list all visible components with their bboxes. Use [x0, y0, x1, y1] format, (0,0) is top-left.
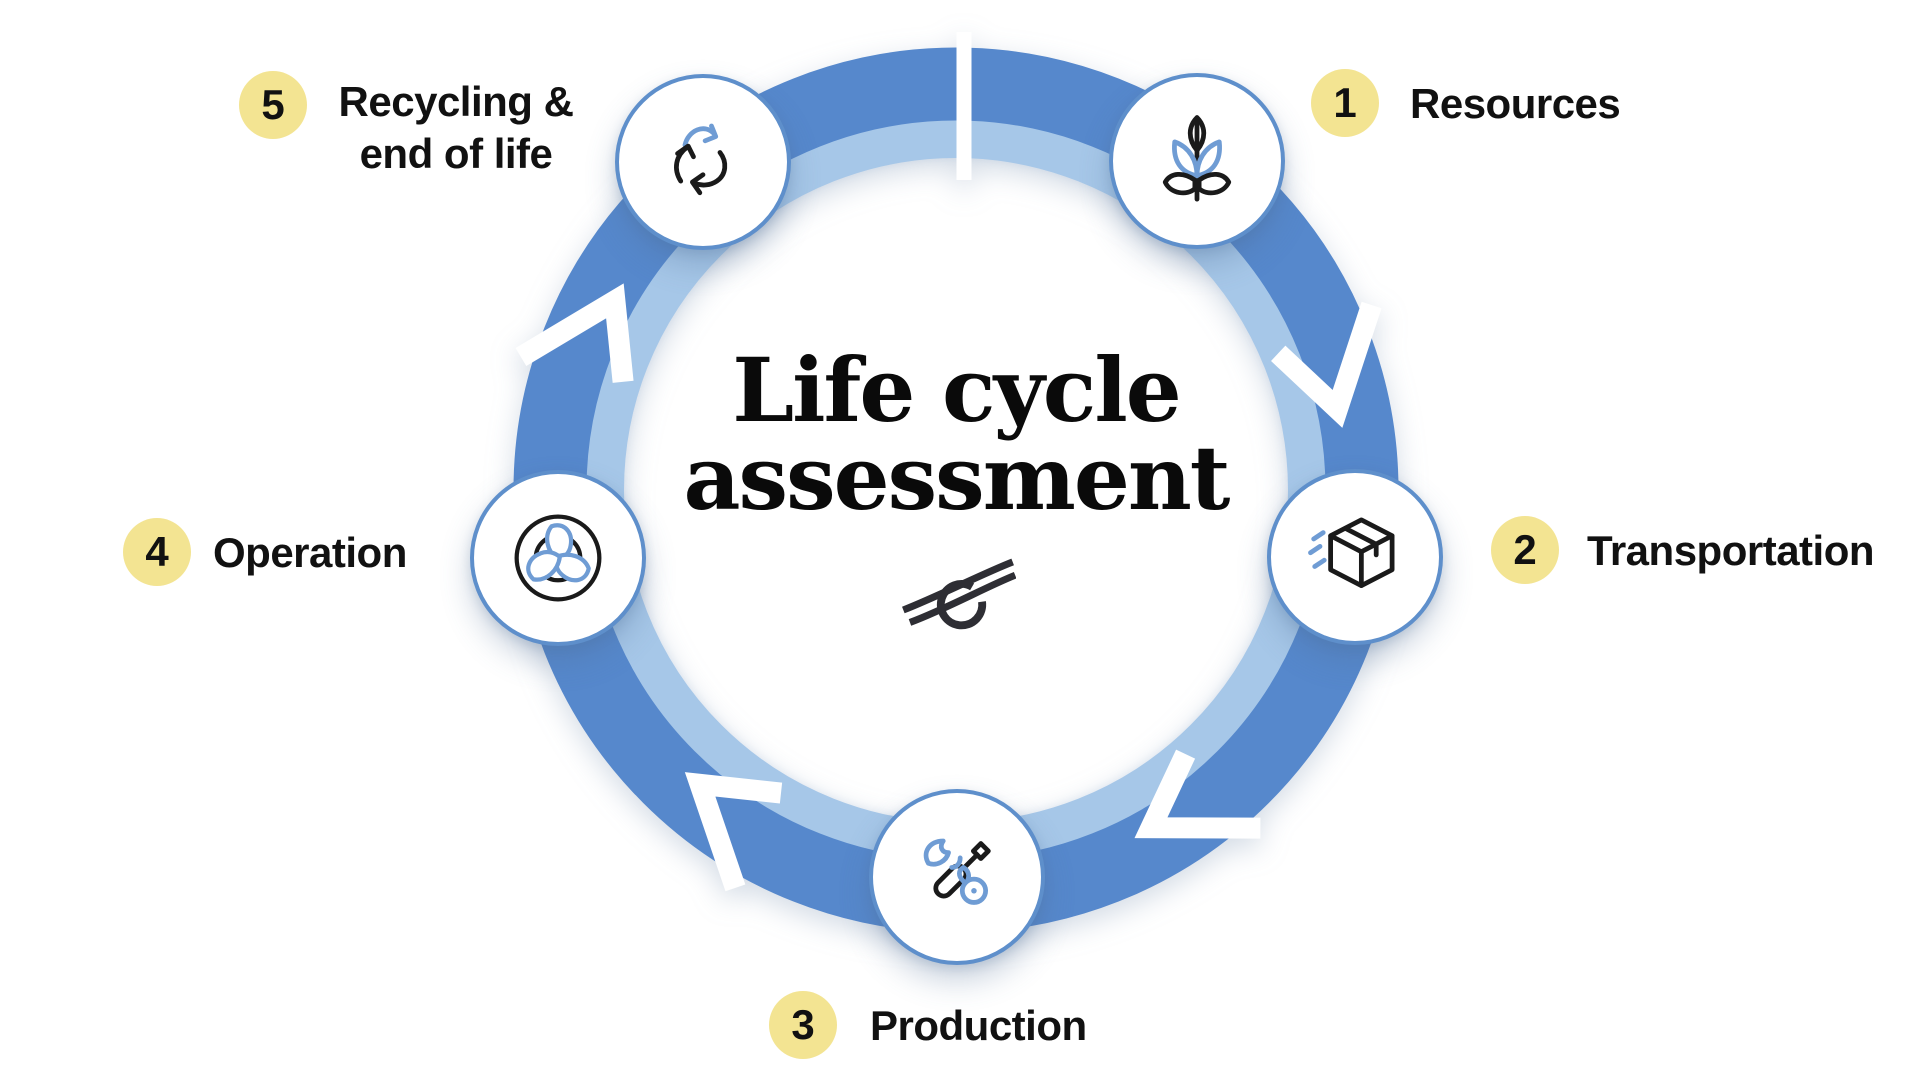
arrow-chevron [515, 283, 634, 383]
screwdriver-gear-icon [923, 838, 991, 905]
stage-label-operation: Operation [213, 529, 407, 576]
stage-label-recycling-line-2: end of life [359, 130, 553, 177]
stage-label-resources: Resources [1410, 80, 1621, 127]
stage-node-transportation [1267, 469, 1443, 645]
title-line-2: assessment [683, 426, 1231, 530]
stage-node-operation [470, 470, 646, 646]
stage-badge-3: 3 [769, 991, 837, 1059]
stage-node-production [869, 789, 1045, 965]
stage-node-recycling [615, 74, 791, 250]
recycle-arrows-icon [674, 123, 728, 196]
badge-number: 1 [1333, 79, 1357, 126]
stage-label-recycling: Recycling & end of life [339, 76, 574, 180]
arrow-chevron [684, 772, 783, 892]
title-line-1: Life cycle [732, 338, 1182, 442]
wheat-grain-icon [1162, 115, 1232, 202]
stage-node-resources [1109, 73, 1285, 249]
badge-number: 3 [791, 1001, 815, 1048]
shipping-box-icon [1308, 517, 1395, 589]
arrow-chevron [1271, 301, 1382, 428]
badge-number: 2 [1513, 526, 1537, 573]
stage-badge-4: 4 [123, 518, 191, 586]
brand-swoosh-logo-icon [902, 558, 1016, 630]
stage-badge-2: 2 [1491, 516, 1559, 584]
badge-number: 4 [145, 528, 169, 575]
badge-number: 5 [261, 81, 285, 128]
fan-blades-icon [514, 514, 602, 602]
stage-label-transportation: Transportation [1587, 527, 1875, 574]
diagram-title: Life cycle assessment [606, 346, 1306, 522]
stage-badge-5: 5 [239, 71, 307, 139]
stage-label-recycling-line-1: Recycling & [338, 78, 574, 125]
arrow-chevron [1134, 749, 1261, 839]
stage-badge-1: 1 [1311, 69, 1379, 137]
stage-label-production: Production [870, 1002, 1087, 1049]
